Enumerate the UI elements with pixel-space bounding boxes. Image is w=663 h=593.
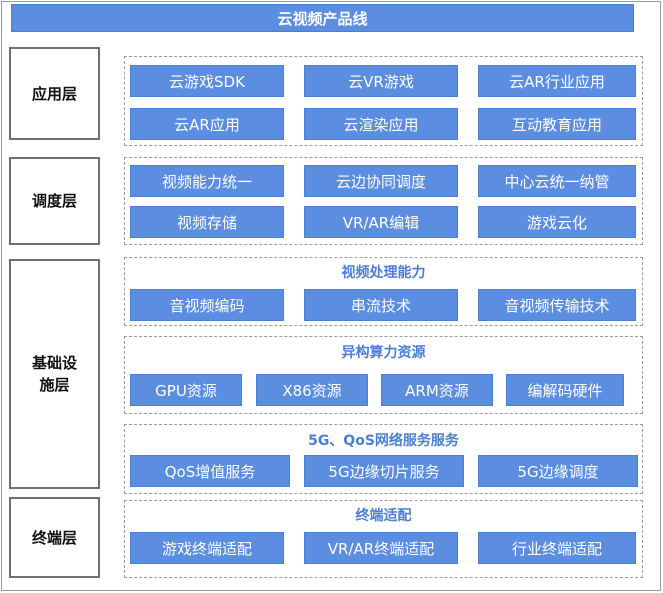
schedule-item: VR/AR编辑 [304,206,458,238]
app-item: 云VR游戏 [304,65,458,97]
layer-label-terminal: 终端层 [9,497,100,578]
layer-label-app-text: 应用层 [31,84,77,103]
terminal-adapt-item: 游戏终端适配 [130,532,284,564]
layer-label-app: 应用层 [9,47,100,140]
terminal-adapt-item: VR/AR终端适配 [304,532,458,564]
app-item: 云AR行业应用 [478,65,636,97]
layer-label-schedule-text: 调度层 [31,192,77,210]
layer-label-base: 基础设 施层 [9,259,100,489]
schedule-item: 游戏云化 [478,206,636,238]
layer-label-base-line2: 施层 [39,376,70,394]
layer-label-base-line1: 基础设 [31,354,77,372]
hetero-compute-item: X86资源 [256,374,368,406]
app-item: 互动教育应用 [478,108,636,140]
terminal-adapt-item: 行业终端适配 [478,532,636,564]
hetero-compute-title: 异构算力资源 [341,345,426,361]
app-item: 云游戏SDK [130,65,284,97]
network-item: 5G边缘调度 [478,455,638,487]
diagram-title: 云视频产品线 [11,4,634,32]
app-item: 云AR应用 [130,108,284,140]
network-item: 5G边缘切片服务 [304,455,464,487]
schedule-item: 视频能力统一 [130,165,284,197]
schedule-item: 云边协同调度 [304,165,458,197]
hetero-compute-item: 编解码硬件 [506,374,624,406]
schedule-item: 中心云统一纳管 [478,165,636,197]
hetero-compute-item: GPU资源 [130,374,242,406]
video-processing-title: 视频处理能力 [341,265,426,281]
terminal-adapt-title: 终端适配 [355,508,412,524]
app-item: 云渲染应用 [304,108,458,140]
video-processing-item: 音视频传输技术 [478,289,636,321]
hetero-compute-item: ARM资源 [381,374,493,406]
network-title: 5G、QoS网络服务服务 [308,433,459,449]
network-item: QoS增值服务 [130,455,290,487]
layer-label-schedule: 调度层 [9,157,100,245]
video-processing-item: 串流技术 [304,289,458,321]
schedule-item: 视频存储 [130,206,284,238]
video-processing-item: 音视频编码 [130,289,284,321]
layer-label-terminal-text: 终端层 [31,528,77,547]
